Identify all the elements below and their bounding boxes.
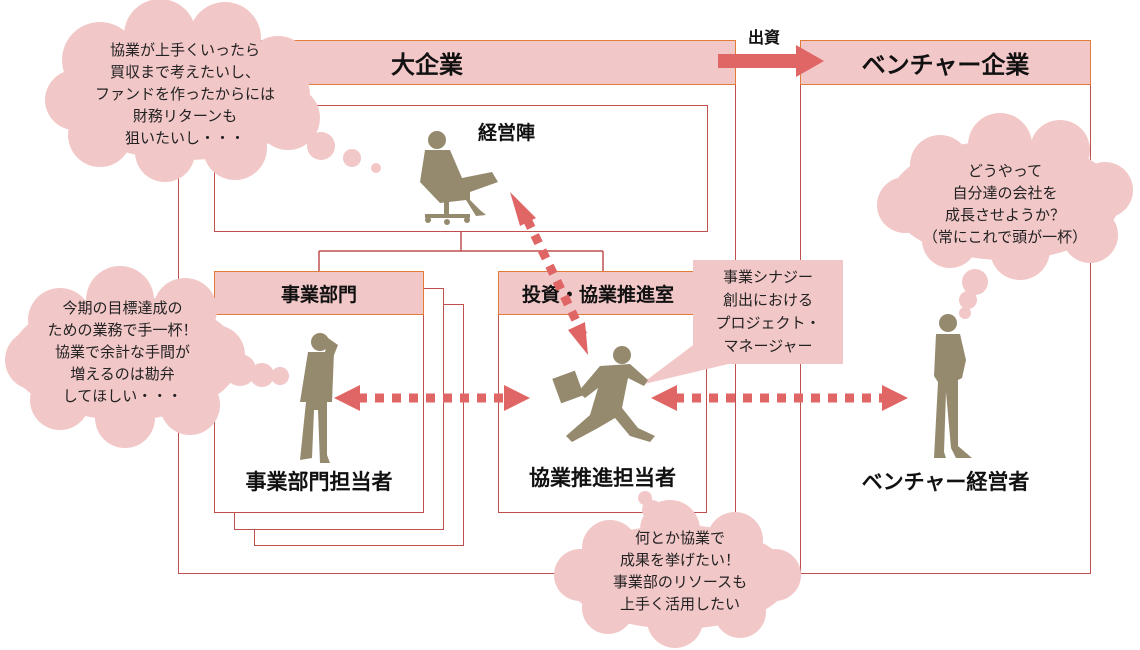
pm-callout-text: 事業シナジー 創出における プロジェクト・ マネージャー	[715, 268, 821, 355]
investment-label: 出資	[748, 28, 781, 47]
collab-office-header: 投資・協業推進室	[498, 271, 698, 315]
venture-company-title: ベンチャー企業	[861, 51, 1030, 79]
large-company-title: 大企業	[391, 51, 463, 79]
venture-person-label: ベンチャー経営者	[861, 470, 1030, 494]
standing-person-shading-eyes-icon	[300, 333, 338, 463]
pm-callout-shape	[640, 260, 843, 385]
venture-company-header: ベンチャー企業	[800, 40, 1091, 85]
management-title: 経営陣	[478, 122, 536, 144]
executive-in-chair-icon	[420, 131, 498, 225]
collab-person-label: 協業推進担当者	[529, 466, 676, 490]
dotted-arrow-division-collab	[334, 385, 530, 411]
business-division-title: 事業部門	[280, 283, 357, 306]
thought-cloud-business-division	[5, 266, 289, 448]
thought-cloud-collab-person	[554, 491, 801, 648]
thought-text-venture: どうやって 自分達の会社を 成長させようか？ （常にこれで頭が一杯）	[922, 162, 1088, 246]
org-connector-lines	[318, 232, 604, 271]
business-division-person-label: 事業部門担当者	[245, 470, 393, 494]
running-businessman-icon	[552, 346, 655, 442]
dotted-arrow-management-collab	[510, 192, 588, 355]
investment-arrow	[718, 45, 824, 77]
business-division-header: 事業部門	[214, 271, 424, 315]
dotted-arrow-collab-venture	[651, 385, 908, 411]
thought-cloud-management	[45, 0, 381, 182]
thought-cloud-venture	[877, 113, 1133, 319]
thought-text-management: 協業が上手くいったら 買収まで考えたいし、 ファンドを作ったからには 財務リター…	[94, 41, 275, 147]
thought-text-collab-person: 何とか協業で 成果を挙げたい！ 事業部のリソースも 上手く活用したい	[612, 529, 748, 613]
standing-person-arms-crossed-icon	[934, 314, 972, 458]
thought-text-business-division: 今期の目標達成の ための業務で手一杯！ 協業で余計な手間が 増えるのは勘弁 して…	[47, 299, 198, 405]
